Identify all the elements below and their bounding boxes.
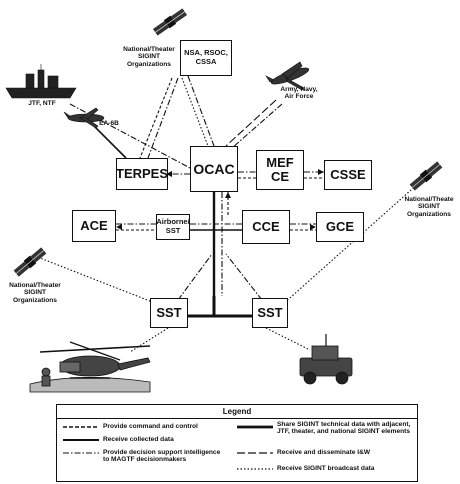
terpes-box: TERPES xyxy=(116,158,168,190)
arrow-cce-gce xyxy=(310,224,316,230)
legend-item-command: Provide command and control xyxy=(103,423,198,430)
legend-item-collected: Receive collected data xyxy=(103,436,174,443)
legend-swatches xyxy=(63,425,273,470)
satellite-left-icon xyxy=(13,247,47,277)
national-left-label: National/Theater SIGINT Organizations xyxy=(9,282,61,304)
link-nat-terpes xyxy=(139,77,173,159)
national-right-label: National/Theate SIGINT Organizations xyxy=(404,196,454,218)
sst-right-box: SST xyxy=(252,298,288,328)
army-navy-label: Army, Navy, Air Force xyxy=(280,86,318,101)
national-top-label: National/Theater SIGINT Organizations xyxy=(123,46,175,68)
legend: Legend Provide command and control Recei… xyxy=(56,404,418,482)
ocac-box: OCAC xyxy=(190,146,238,192)
humvee-icon xyxy=(299,334,353,385)
link-sst-right-sat xyxy=(281,181,421,306)
ship-icon xyxy=(5,64,77,99)
gce-box: GCE xyxy=(316,212,364,242)
legend-title: Legend xyxy=(57,405,417,419)
link-nat-ocac xyxy=(181,77,209,147)
ace-box: ACE xyxy=(72,210,116,242)
legend-item-share: Share SIGINT technical data with adjacen… xyxy=(277,421,411,436)
sst-left-box: SST xyxy=(150,298,188,328)
legend-item-broadcast: Receive SIGINT broadcast data xyxy=(277,465,375,472)
legend-item-decision: Provide decision support intelligence to… xyxy=(103,449,221,464)
link-army-ocac-2 xyxy=(231,103,283,149)
link-sst-right-up xyxy=(225,253,263,301)
link-sst-humvee xyxy=(265,327,311,351)
csse-box: CSSE xyxy=(324,160,372,190)
transport-aircraft-icon xyxy=(265,61,310,91)
link-nat-ocac-2 xyxy=(187,75,215,147)
satellite-top-icon xyxy=(152,8,188,36)
link-sst-left-up xyxy=(177,253,213,301)
arrow-trunk-up xyxy=(225,192,231,198)
link-army-ocac xyxy=(225,99,277,147)
arrow-ocac-terpes xyxy=(166,171,172,177)
mef-ce-box: MEF CE xyxy=(256,150,304,190)
nsa-rsoc-cssa-box: NSA, RSOC, CSSA xyxy=(180,40,232,76)
arrow-mefce-csse xyxy=(318,169,324,175)
arrow-airborne-ace xyxy=(116,224,122,230)
satellite-right-icon xyxy=(409,161,443,191)
ea6b-aircraft-icon xyxy=(63,107,105,129)
link-sst-helicopter xyxy=(129,327,169,353)
link-sst-left-sat xyxy=(39,257,161,306)
airborne-sst-box: Airborne/ SST xyxy=(156,214,190,240)
helicopter-scene-icon xyxy=(29,341,151,393)
link-nat-terpes-2 xyxy=(147,77,179,159)
jtf-ntf-label: JTF, NTF xyxy=(28,100,56,107)
ea6b-label: EA-6B xyxy=(99,120,119,127)
link-ea6b-terpes xyxy=(91,123,127,159)
cce-box: CCE xyxy=(242,210,290,244)
legend-item-iw: Receive and disseminate I&W xyxy=(277,449,371,456)
